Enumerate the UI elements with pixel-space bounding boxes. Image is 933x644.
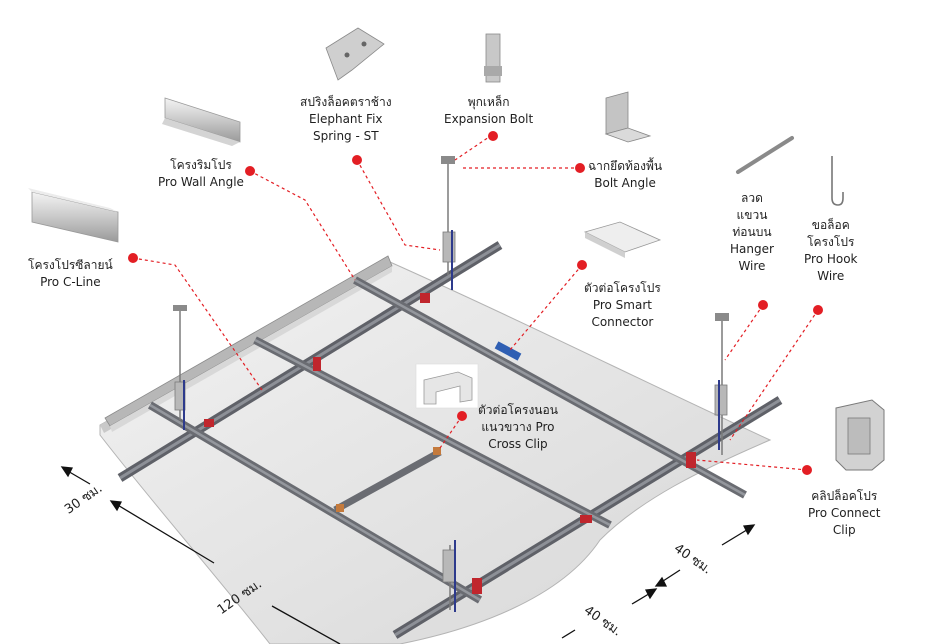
callout-dot-bolt-angle — [575, 163, 585, 173]
label-hanger-wire: ลวด แขวน ท่อนบน Hanger Wire — [730, 190, 774, 275]
elephant-fix-thumbnail — [325, 27, 385, 81]
hanger-wire-thai-1: ลวด — [741, 191, 763, 205]
connect-clip-thai: คลิปล็อคโปร — [811, 489, 878, 503]
hook-wire-thumbnail — [831, 156, 844, 206]
hanger-wire-thumbnail — [736, 136, 794, 174]
bolt-angle-thai: ฉากยึดท้องพื้น — [588, 159, 663, 173]
c-line-thumbnail — [28, 188, 119, 243]
callout-dot-expansion-bolt — [488, 131, 498, 141]
hanger-wire-thai-2: แขวน — [736, 208, 768, 222]
expansion-bolt-thumbnail — [484, 33, 502, 83]
expansion-bolt-name: Expansion Bolt — [444, 112, 534, 126]
dimension-arrows — [60, 466, 756, 644]
label-elephant-fix: สปริงล็อคตราช้าง Elephant Fix Spring - S… — [300, 94, 392, 145]
smart-connector-part — [494, 341, 522, 361]
wall-angle-thumbnail — [162, 97, 241, 146]
connect-clips — [204, 293, 696, 594]
callout-dot-hanger-wire — [758, 300, 768, 310]
label-c-line: โครงโปรซีลายน์ Pro C-Line — [28, 257, 113, 291]
wall-angle-name: Pro Wall Angle — [158, 175, 244, 189]
expansion-bolt-thai: พุกเหล็ก — [467, 95, 510, 109]
elephant-fix-thai: สปริงล็อคตราช้าง — [300, 95, 392, 109]
connect-clip-name: Pro Connect — [808, 506, 881, 520]
connect-clip-thumbnail — [835, 399, 885, 471]
callout-dot-elephant-fix — [352, 155, 362, 165]
elephant-fix-name: Elephant Fix — [309, 112, 383, 126]
bolt-angle-name: Bolt Angle — [594, 176, 656, 190]
hanger-wire-name: Hanger — [730, 242, 774, 256]
cross-clip-name: Cross Clip — [488, 437, 548, 451]
hangers — [173, 156, 729, 612]
cross-clip-thumbnail — [415, 363, 479, 409]
smart-connector-thumbnail — [583, 221, 662, 258]
smart-connector-name: Pro Smart — [592, 298, 652, 312]
smart-connector-thai: ตัวต่อโครงโปร — [584, 281, 661, 295]
hook-wire-thai-2: โครงโปร — [807, 235, 855, 249]
label-cross-clip: ตัวต่อโครงนอน แนวขวาง Pro Cross Clip — [478, 402, 558, 453]
label-bolt-angle: ฉากยึดท้องพื้น Bolt Angle — [588, 158, 662, 192]
label-hook-wire: ขอล็อค โครงโปร Pro Hook Wire — [804, 217, 858, 285]
label-expansion-bolt: พุกเหล็ก Expansion Bolt — [444, 94, 533, 128]
hanger-wire-thai-3: ท่อนบน — [732, 225, 772, 239]
bolt-angle-thumbnail — [604, 91, 652, 143]
hook-wire-name: Pro Hook — [804, 252, 858, 266]
hook-wire-name-2: Wire — [817, 269, 845, 283]
callout-dot-c-line — [128, 253, 138, 263]
cross-clip-thai: ตัวต่อโครงนอน — [478, 403, 558, 417]
callout-dot-smart-connector — [577, 260, 587, 270]
callout-dot-hook-wire — [813, 305, 823, 315]
wall-angle-thai: โครงริมโปร — [170, 158, 232, 172]
label-wall-angle: โครงริมโปร Pro Wall Angle — [158, 157, 244, 191]
hanger-wire-name-2: Wire — [738, 259, 766, 273]
callout-dot-cross-clip — [457, 411, 467, 421]
label-smart-connector: ตัวต่อโครงโปร Pro Smart Connector — [584, 280, 661, 331]
callout-leaders — [132, 134, 819, 471]
cross-clips — [336, 447, 441, 512]
elephant-fix-model: Spring - ST — [312, 129, 379, 143]
callout-dot-wall-angle — [245, 166, 255, 176]
callout-dot-connect-clip — [802, 465, 812, 475]
smart-connector-name-2: Connector — [591, 315, 654, 329]
cross-clip-thai-2: แนวขวาง Pro — [481, 420, 555, 434]
label-connect-clip: คลิปล็อคโปร Pro Connect Clip — [808, 488, 880, 539]
c-line-thai: โครงโปรซีลายน์ — [28, 258, 113, 272]
hook-wire-thai-1: ขอล็อค — [811, 218, 850, 232]
connect-clip-name-2: Clip — [832, 523, 856, 537]
c-line-name: Pro C-Line — [40, 275, 101, 289]
